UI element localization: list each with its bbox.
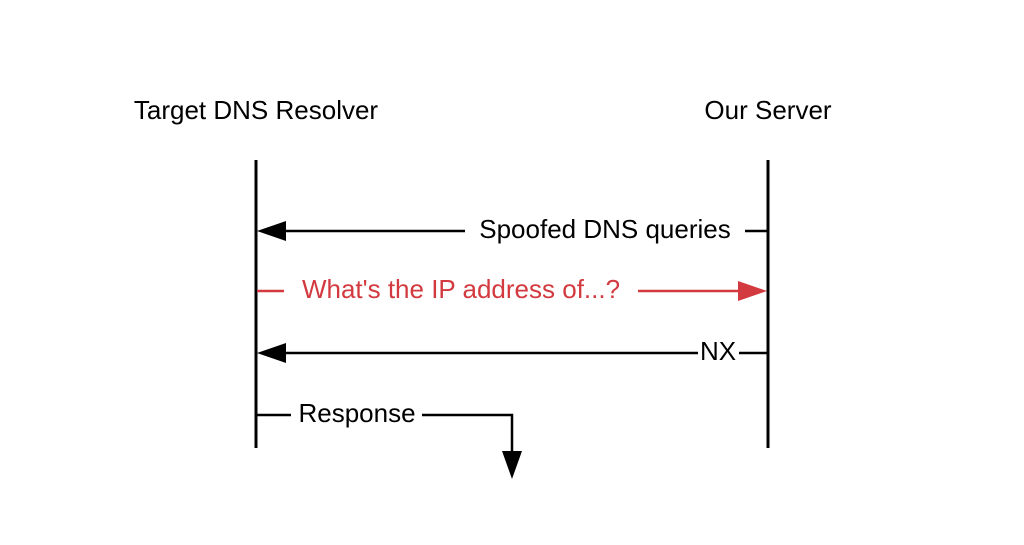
participant-left-label: Target DNS Resolver xyxy=(134,95,379,125)
message-label: NX xyxy=(700,336,736,366)
arrowhead-left-icon xyxy=(257,343,286,363)
message-response: Response xyxy=(257,398,522,479)
message-label: Spoofed DNS queries xyxy=(479,214,730,244)
message-line xyxy=(422,413,514,456)
message-spoofed-queries: Spoofed DNS queries xyxy=(257,214,768,244)
participant-right-label: Our Server xyxy=(704,95,831,125)
arrowhead-right-icon xyxy=(738,281,767,301)
message-label: What's the IP address of...? xyxy=(302,274,620,304)
message-nx: NX xyxy=(257,336,768,366)
message-ip-query: What's the IP address of...? xyxy=(257,274,767,304)
message-label: Response xyxy=(298,398,415,428)
arrowhead-left-icon xyxy=(257,221,286,241)
arrowhead-down-icon xyxy=(502,451,522,479)
